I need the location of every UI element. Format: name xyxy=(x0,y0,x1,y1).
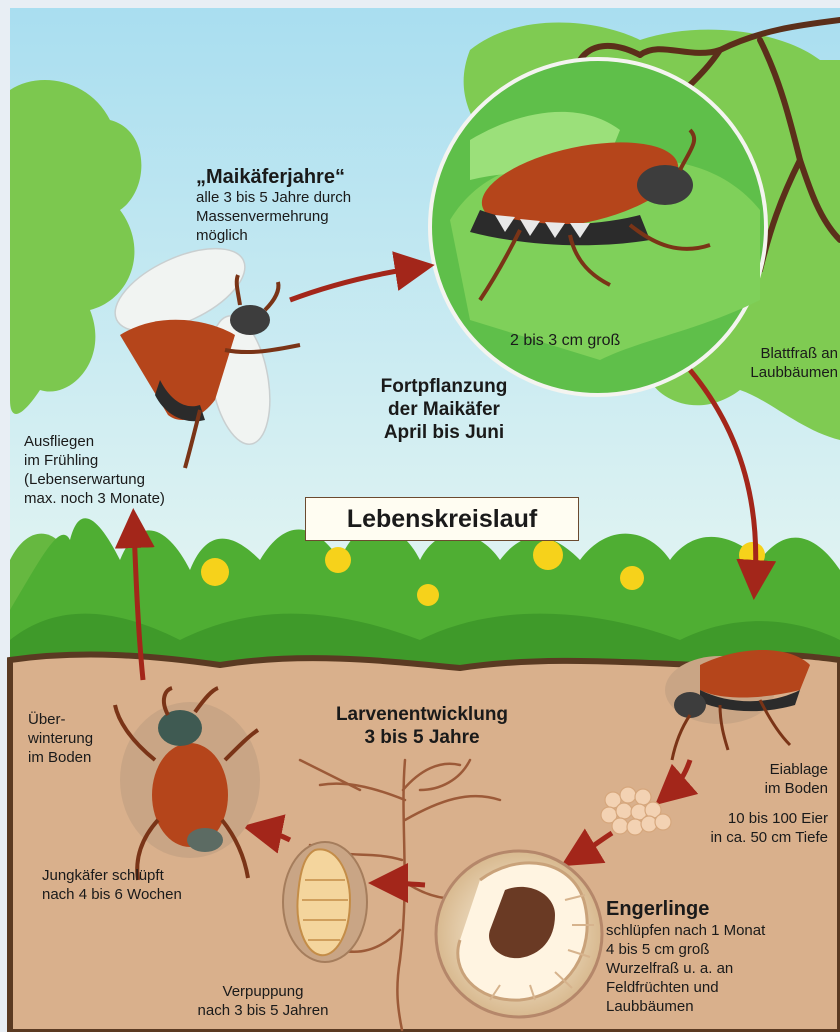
diagram-title: Lebenskreislauf xyxy=(305,497,579,541)
larval-development-label: Larvenentwicklung 3 bis 5 Jahre xyxy=(306,703,538,749)
grub-circle xyxy=(436,851,602,1017)
eggs-label: 10 bis 100 Eier in ca. 50 cm Tiefe xyxy=(640,809,828,847)
pupation-label: Verpuppung nach 3 bis 5 Jahren xyxy=(168,982,358,1020)
grubs-heading: Engerlinge xyxy=(606,898,826,921)
pupa xyxy=(283,842,367,962)
young-beetle-label: Jungkäfer schlüpft nach 4 bis 6 Wochen xyxy=(42,866,262,904)
grubs-text: schlüpfen nach 1 Monat 4 bis 5 cm groß W… xyxy=(606,921,834,1016)
maikaeferjahre-text: alle 3 bis 5 Jahre durch Massenvermehrun… xyxy=(196,188,426,245)
maikaeferjahre-heading: „Maikäferjahre“ xyxy=(196,166,426,189)
egg-laying-label: Eiablage im Boden xyxy=(700,760,828,798)
leaf-feeding-label: Blattfraß an Laubbäumen xyxy=(700,344,838,382)
overwintering-label: Über- winterung im Boden xyxy=(28,710,148,767)
reproduction-label: Fortpflanzung der Maikäfer April bis Jun… xyxy=(334,375,554,444)
flying-out-label: Ausfliegen im Frühling (Lebenserwartung … xyxy=(24,432,264,508)
size-label: 2 bis 3 cm groß xyxy=(510,331,680,350)
